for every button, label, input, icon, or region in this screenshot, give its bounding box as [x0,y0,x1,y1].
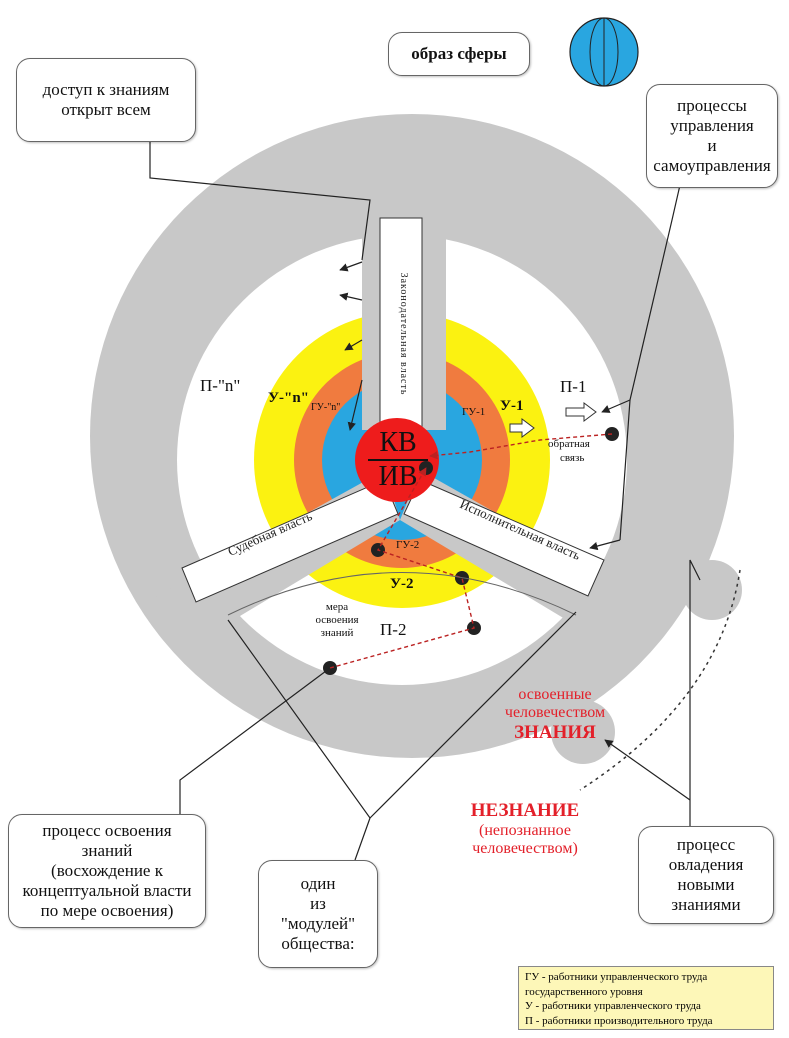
new-knowledge-line-2: овладения [668,855,744,874]
processes-line-4: самоуправления [653,156,771,175]
processes-line-1: процессы [677,96,747,115]
processes-arrow-b [589,539,621,551]
knowledge-line-1: освоенные [518,686,592,703]
measure-label-3: знаний [320,627,354,639]
sphere-label: образ сферы [411,44,507,63]
new-knowledge-line-1: процесс [676,835,736,854]
mastering-line-3: (восхождение к [51,861,163,880]
new-knowledge-line [689,559,701,830]
access-arrow-4 [347,379,363,431]
sector-n-orange-label: ГУ-"n" [311,402,341,413]
mastering-callout: процесс освоения знаний (восхождение к к… [8,814,206,928]
processes-line-3: и [707,136,717,155]
feedback-line [429,433,613,460]
legend-line-4: П - работники производительного труда [525,1014,713,1027]
ignorance-title: НЕЗНАНИЕ [470,800,580,821]
new-knowledge-arrow [604,739,691,801]
sector-1-yellow-label: У-1 [500,398,524,414]
processes-line-2: управления [670,116,754,135]
measure-label-1: мера [325,601,349,613]
access-arrow-3 [344,339,363,351]
processes-line [619,184,681,541]
new-knowledge-line-4: знаниями [671,895,741,914]
module-callout: один из "модулей" общества: [258,860,378,968]
knowledge-bulge-2 [551,700,615,764]
branch-executive [403,479,605,597]
legend-box: ГУ - работники управленческого труда гос… [518,966,774,1030]
mastering-line [179,667,331,815]
sector-n-yellow-label: У-"n" [268,390,310,406]
branch-legislative-label: Законодательная власть [398,272,409,396]
branch-legislative [379,217,423,455]
module-stem [354,817,371,861]
legend-line-2: государственного уровня [525,985,643,998]
mastering-line-5: по мере освоения) [40,901,174,920]
module-line-4: общества: [281,934,355,953]
flow-arrow-2 [509,418,535,438]
center-bottom-label: ИВ [378,461,418,492]
center-top-label: КВ [379,427,417,458]
sector-n-outer-label: П-"n" [200,376,241,395]
sector-2-outer-label: П-2 [380,620,407,639]
access-arrow-line [149,140,371,261]
module-line-2: из [310,894,326,913]
new-knowledge-callout: процесс овладения новыми знаниями [638,826,774,924]
mastering-line-1: процесс освоения [42,821,172,840]
sector-2-yellow-label: У-2 [390,576,414,592]
access-line-1: доступ к знаниям [42,80,170,99]
knowledge-title: ЗНАНИЯ [514,722,596,743]
legend-line-1: ГУ - работники управленческого труда [525,971,708,983]
sector-1-outer-label: П-1 [560,377,587,396]
processes-callout: процессы управления и самоуправления [646,84,778,188]
access-arrow-2 [339,292,363,301]
mastering-line-4: концептуальной власти [22,881,192,900]
access-line-2: открыт всем [61,100,151,119]
knowledge-bulge-1 [682,560,742,620]
sector-1-orange-label: ГУ-1 [462,406,486,418]
legend-line-3: У - работники управленческого труда [525,1000,701,1012]
mastering-line-2: знаний [81,841,133,860]
module-line-1: один [300,874,336,893]
processes-arrow-a [601,399,631,413]
measure-label-2: освоения [315,614,359,626]
access-arrow-1 [339,261,363,272]
new-knowledge-line-3: новыми [677,875,735,894]
sector-2-orange-label: ГУ-2 [396,539,420,551]
ignorance-line-1: (непознанное [479,822,571,839]
access-callout: доступ к знаниям открыт всем [16,58,196,142]
feedback-label-2: связь [560,452,585,464]
module-line-3: "модулей" [280,914,356,933]
sector2-path [329,467,475,669]
ignorance-boundary [579,569,741,791]
knowledge-line-2: человечеством [504,704,606,721]
ignorance-line-2: человечеством) [472,840,578,857]
branch-judicial [181,479,399,603]
sector2-boundary [227,572,577,616]
flow-arrow-1 [565,402,597,422]
sphere-callout: образ сферы [388,32,530,76]
feedback-label-1: обратная [548,438,590,450]
